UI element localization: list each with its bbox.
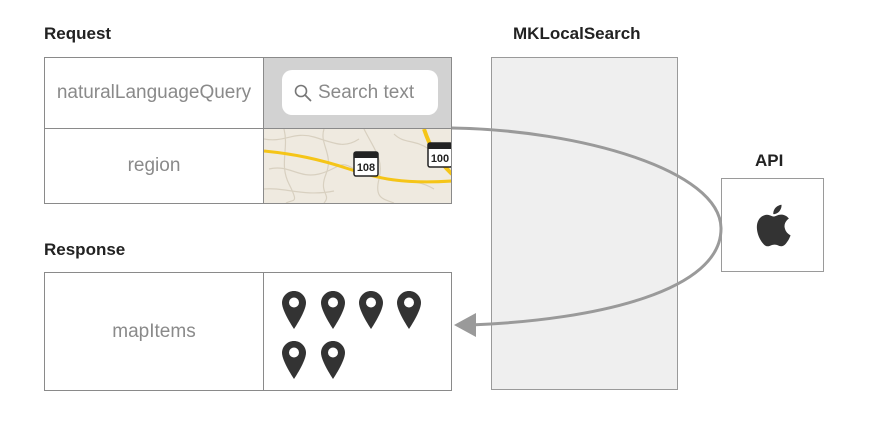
request-title: Request <box>44 24 112 43</box>
map-pin-icon <box>396 290 422 330</box>
map-pin-icon <box>358 290 384 330</box>
map-pin-icon <box>281 290 307 330</box>
request-table: naturalLanguageQuery Search text region <box>44 57 452 204</box>
route-shield-100: 100 <box>427 142 451 173</box>
map-pin-icon <box>281 340 307 380</box>
map-items-label: mapItems <box>45 273 264 390</box>
search-icon <box>294 84 312 101</box>
map-pin-icon <box>320 340 346 380</box>
api-box <box>721 178 824 272</box>
response-table: mapItems <box>44 272 452 391</box>
mklocalsearch-title: MKLocalSearch <box>513 24 641 43</box>
map-items-illustration <box>264 273 451 390</box>
region-label: region <box>45 129 264 203</box>
search-input: Search text <box>282 70 438 115</box>
route-shield-108-text: 108 <box>357 162 375 174</box>
apple-logo-icon <box>756 204 790 247</box>
route-shield-100-text: 100 <box>431 153 449 165</box>
flow-arrow-head <box>454 313 476 337</box>
mklocalsearch-box <box>491 57 678 390</box>
response-title: Response <box>44 240 126 259</box>
api-title: API <box>755 151 784 170</box>
natural-language-query-label: naturalLanguageQuery <box>45 58 264 129</box>
region-map-illustration: 108 100 <box>264 129 451 203</box>
search-placeholder: Search text <box>318 81 415 103</box>
map-roads <box>264 129 451 203</box>
search-field-illustration: Search text <box>264 58 451 129</box>
route-shield-108: 108 <box>353 151 379 182</box>
map-pin-icon <box>320 290 346 330</box>
